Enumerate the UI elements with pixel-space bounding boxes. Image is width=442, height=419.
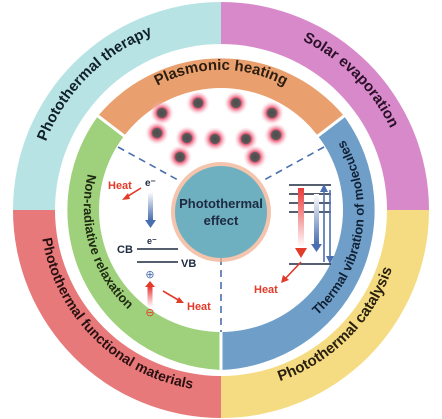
heat-label-bottom: Heat [187,301,211,313]
hole-plus: ⊕ [145,268,154,281]
heat-arrow-bottom-head [176,297,184,303]
vb-label: VB [181,258,196,270]
center-title-line1: Photothermal [179,196,263,211]
nanoparticle [264,123,288,147]
excitation-head [295,248,307,258]
heat-arrow-vib-head [281,275,289,283]
dashed-guides [117,146,325,332]
down-arrow-head [326,256,334,264]
hole-minus: ⊖ [145,306,154,319]
heat-arrow-vib [283,261,302,281]
nanoparticle [260,101,284,125]
hole-up-head [145,281,155,287]
heat-arrow-top-head [122,193,130,200]
excitation-bar [298,188,304,248]
nanoparticle [145,121,169,145]
electron-relax-head [145,220,156,228]
electron-bottom-label: e⁻ [147,236,157,246]
nanoparticle [168,145,192,169]
heat-label-top: Heat [108,180,132,192]
electron-top-label: e⁻ [145,178,156,189]
energy-levels-illustration: Heat [254,184,334,296]
nanoparticle [186,91,210,115]
nanoparticle [234,127,258,151]
nanoparticle [224,91,248,115]
nanoparticle [203,127,227,151]
up-arrow-head [320,184,328,192]
band-illustration: Heat e⁻ e⁻ CB VB ⊕ ⊖ Heat [108,178,211,319]
decay-head [311,244,322,252]
hole-relax-bar [147,287,153,307]
nanoparticles [145,91,288,169]
center-title-line2: effect [204,213,239,228]
center-circle [175,166,267,258]
cb-label: CB [117,244,133,256]
nanoparticle [150,101,174,125]
decay-bar [314,194,319,244]
nanoparticle [243,145,267,169]
heat-label-vib: Heat [254,284,278,296]
heat-arrow-bottom [162,290,181,302]
electron-relax-bar [148,192,153,220]
nanoparticle [175,126,199,150]
